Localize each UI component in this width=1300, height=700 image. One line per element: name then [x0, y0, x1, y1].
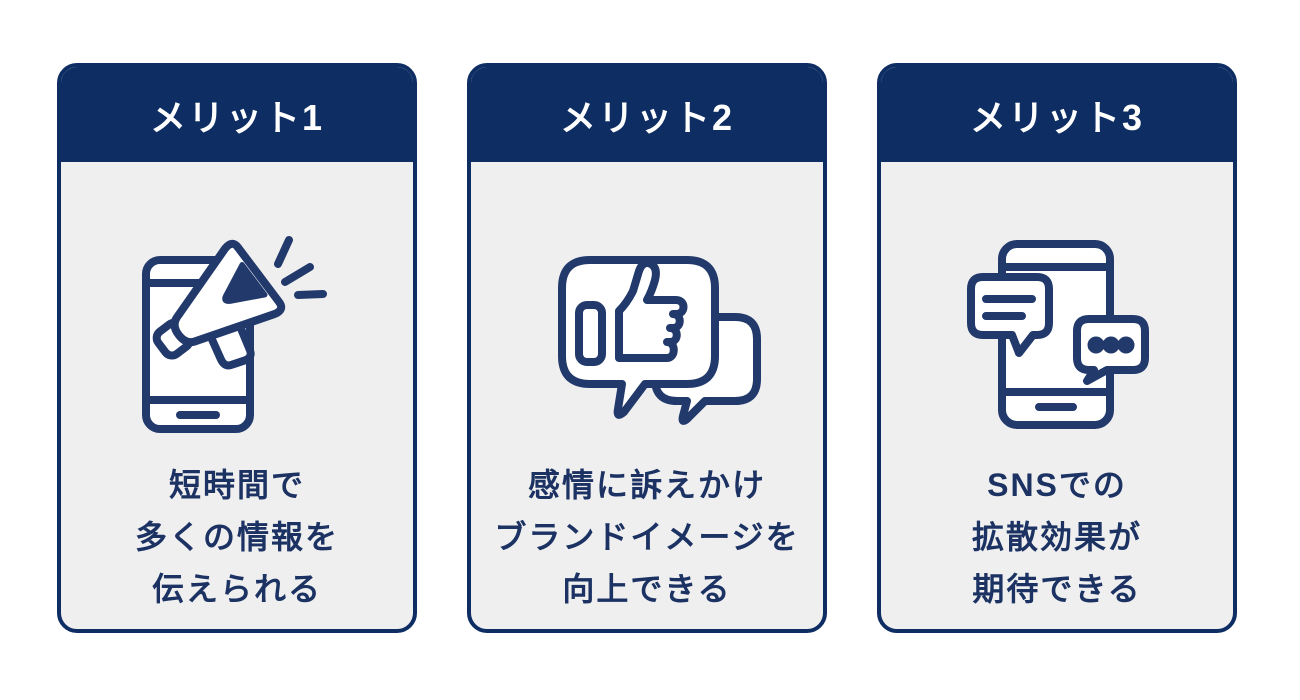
card-3-text: SNSでの 拡散効果が 期待できる: [881, 459, 1233, 615]
thumbs-up-cuff: [575, 301, 606, 366]
merit-card-2: メリット2 感情に訴えかけ ブランドイメージを 向上できる: [467, 63, 827, 633]
typing-dots: [1087, 336, 1135, 354]
megaphone: [152, 239, 286, 370]
phone-screen-lines: [1002, 263, 1110, 396]
sound-lines: [274, 236, 327, 299]
card-2-header-label: メリット2: [559, 96, 735, 138]
card-3-header: メリット3: [881, 67, 1233, 162]
text-line: 期待できる: [972, 571, 1142, 607]
card-1-header: メリット1: [61, 67, 413, 162]
smartphone-megaphone-icon: [142, 236, 327, 433]
text-line: ブランドイメージを: [494, 519, 800, 555]
card-2-text: 感情に訴えかけ ブランドイメージを 向上できる: [471, 459, 823, 615]
text-line: 拡散効果が: [971, 519, 1142, 555]
smartphone-chat-bubbles-icon: [967, 240, 1149, 429]
text-line: SNSでの: [987, 467, 1127, 503]
card-2-icon-wrap: [527, 207, 767, 447]
chat-bubble-lines: [982, 295, 1036, 320]
speech-bubbles-thumbs-up-icon: [558, 256, 761, 425]
merit-card-3: メリット3: [877, 63, 1237, 633]
card-3-header-label: メリット3: [969, 96, 1145, 138]
card-2-header: メリット2: [471, 67, 823, 162]
text-line: 多くの情報を: [134, 519, 339, 555]
card-1-text: 短時間で 多くの情報を 伝えられる: [61, 459, 413, 615]
text-line: 感情に訴えかけ: [527, 467, 766, 503]
card-1-header-label: メリット1: [149, 96, 325, 138]
thumbs-up-hand: [615, 258, 688, 362]
text-line: 短時間で: [168, 467, 305, 503]
merit-card-1: メリット1: [57, 63, 417, 633]
card-3-icon-wrap: [937, 207, 1177, 447]
megaphone-inner-wedge: [222, 262, 268, 304]
card-1-icon-wrap: [117, 207, 357, 447]
cards-row: メリット1: [57, 63, 1237, 633]
text-line: 伝えられる: [151, 571, 322, 607]
text-line: 向上できる: [562, 571, 732, 607]
